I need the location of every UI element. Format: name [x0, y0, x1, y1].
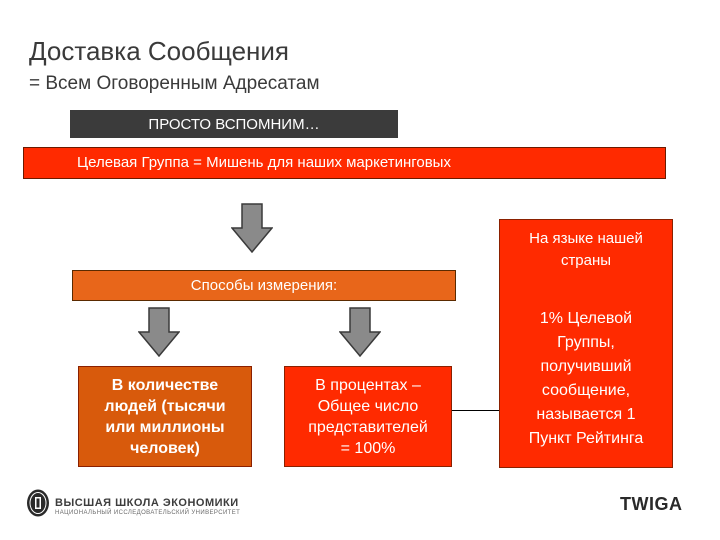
hse-subtitle: НАЦИОНАЛЬНЫЙ ИССЛЕДОВАТЕЛЬСКИЙ УНИВЕРСИТ…	[55, 510, 241, 516]
measurement-methods-bar: Способы измерения:	[72, 270, 456, 301]
people-count-box: В количестве людей (тысячи или миллионы …	[78, 366, 252, 467]
percent-line: В процентах –	[315, 376, 421, 394]
slide-title: Доставка Сообщения	[29, 36, 289, 66]
people-line: человек)	[130, 439, 200, 457]
people-line: или миллионы	[105, 418, 225, 436]
rating-line: сообщение,	[541, 382, 631, 399]
rating-line: Пункт Рейтинга	[528, 430, 644, 447]
people-line: В количестве	[111, 376, 219, 394]
down-arrow-icon	[231, 203, 273, 253]
hse-logo-icon	[26, 488, 50, 523]
down-arrow-icon	[138, 307, 180, 357]
recall-banner: ПРОСТО ВСПОМНИМ…	[70, 110, 398, 138]
twiga-logo: TWIGA	[620, 494, 683, 514]
rating-line: получивший	[540, 358, 632, 375]
target-group-bar: Целевая Группа = Мишень для наших маркет…	[23, 147, 666, 179]
percent-line: Общее число	[317, 397, 419, 415]
hse-name: ВЫСШАЯ ШКОЛА ЭКОНОМИКИ	[55, 497, 239, 509]
rating-top-line: На языке нашей	[529, 230, 643, 247]
rating-point-box: На языке нашей страны 1% Целевой Группы,…	[499, 219, 673, 468]
slide-subtitle: = Всем Оговоренным Адресатам	[29, 73, 320, 94]
rating-top-line: страны	[560, 252, 612, 269]
rating-line: Группы,	[557, 334, 615, 351]
target-group-label: Целевая Группа = Мишень для наших маркет…	[77, 154, 451, 171]
connector-line	[452, 410, 500, 411]
people-line: людей (тысячи	[104, 397, 226, 415]
rating-line: 1% Целевой	[539, 310, 633, 327]
rating-line: называется 1	[536, 406, 636, 423]
down-arrow-icon	[339, 307, 381, 357]
percent-box: В процентах – Общее число представителей…	[284, 366, 452, 467]
percent-line: = 100%	[340, 439, 396, 457]
percent-line: представителей	[308, 418, 428, 436]
